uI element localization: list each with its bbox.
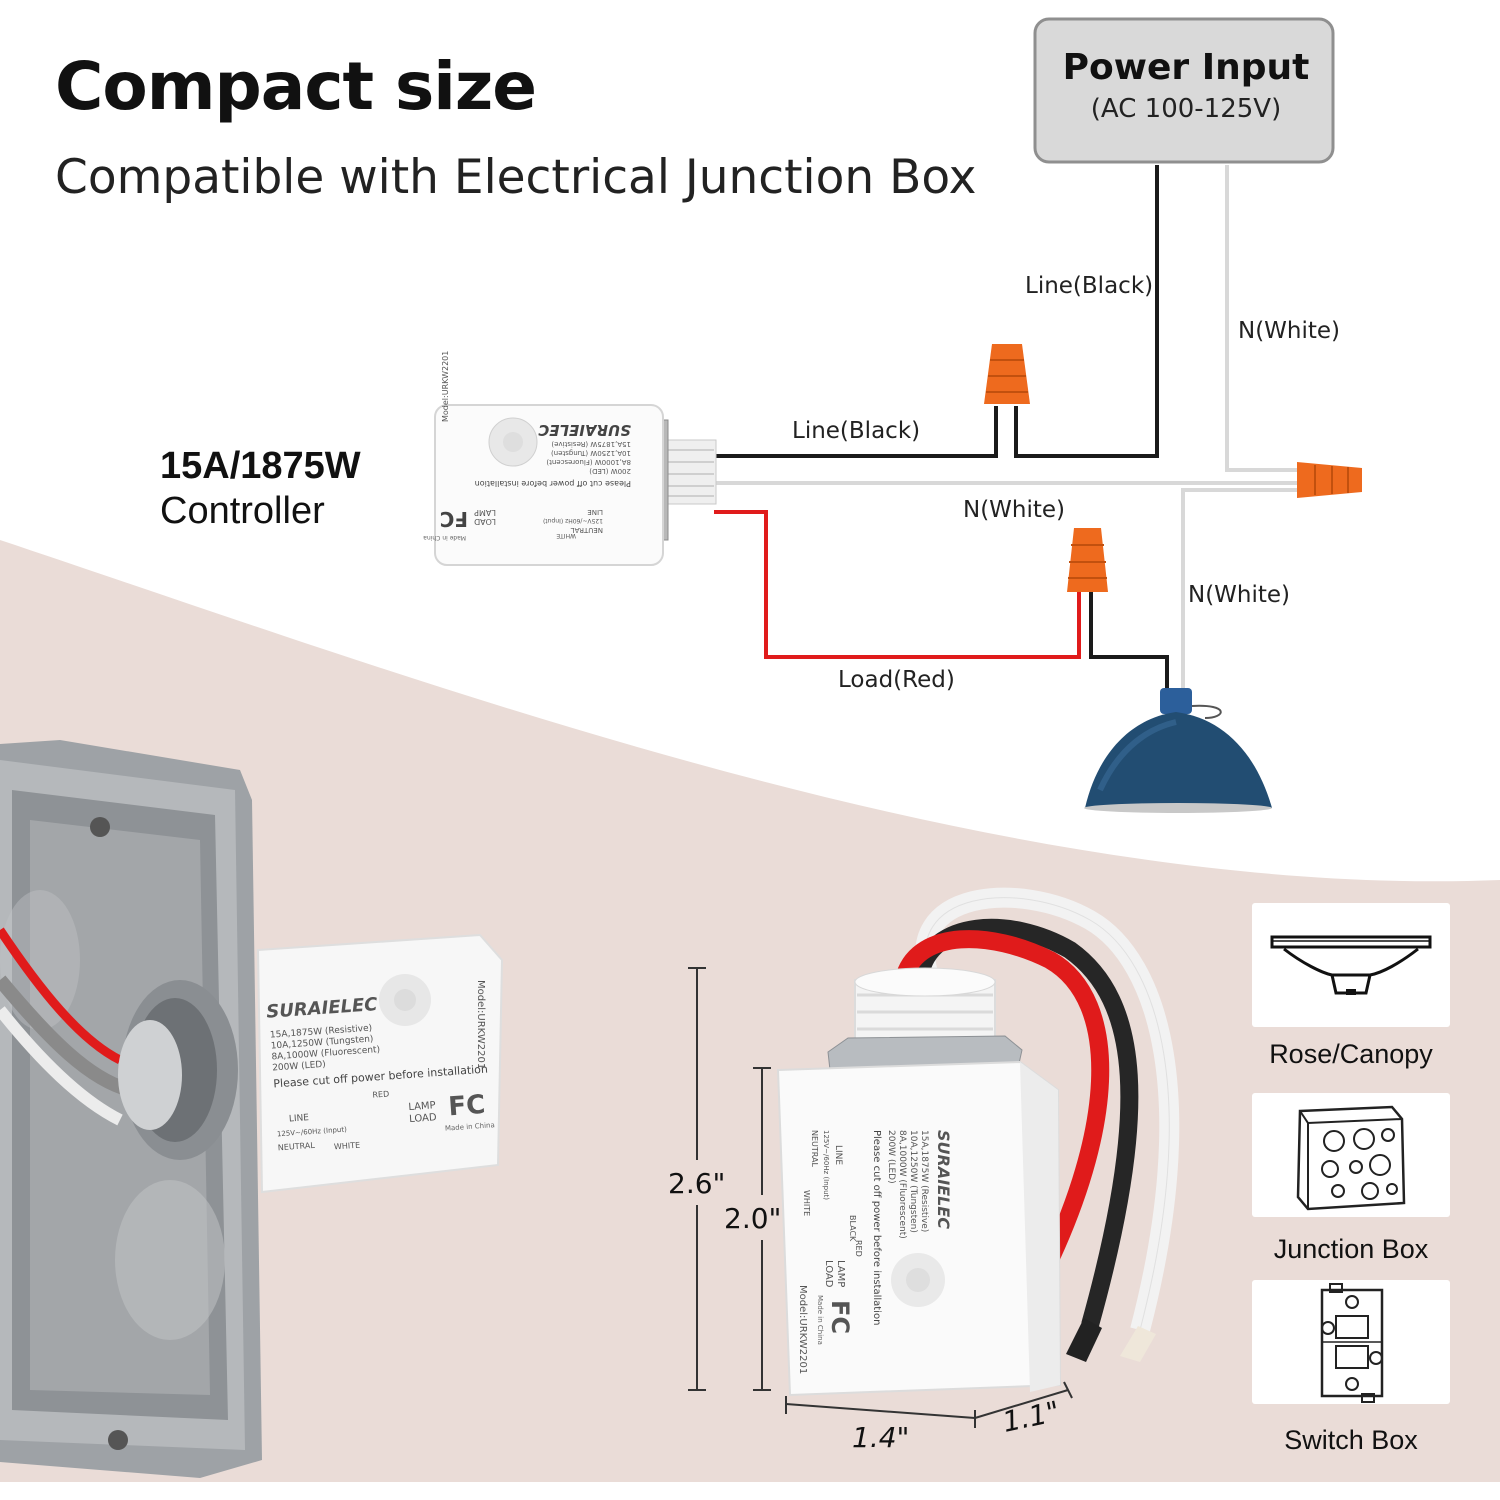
controller-device-large: SURAIELEC 15A,1875W (Resistive) 10A,1250… xyxy=(776,887,1180,1397)
white-text: WHITE xyxy=(556,532,576,539)
load-text: LOAD xyxy=(823,1260,834,1288)
model-text: Model:URKW2201 xyxy=(475,980,486,1069)
spec-text: 10A,1250W (Tungsten) xyxy=(551,449,631,457)
red-text: RED xyxy=(372,1089,389,1099)
fc-mark: FC xyxy=(447,1090,486,1122)
spec-text: 10A,1250W (Tungsten) xyxy=(908,1130,918,1233)
page-subtitle: Compatible with Electrical Junction Box xyxy=(55,150,977,205)
wire-load-lamp xyxy=(1089,590,1169,695)
label-neutral-top: N(White) xyxy=(1238,318,1340,344)
dimension-width: 1.4" xyxy=(852,1421,909,1454)
power-input-box: Power Input (AC 100-125V) xyxy=(1033,17,1335,164)
line-text: LINE xyxy=(833,1145,843,1165)
input-text: 125V~/60Hz (Input) xyxy=(543,517,603,524)
neutral-text: NEUTRAL xyxy=(571,526,603,534)
card-rose-canopy xyxy=(1252,903,1450,1027)
red-text: RED xyxy=(854,1240,863,1257)
rose-canopy-icon xyxy=(1270,935,1432,995)
controller-device-top: SURAIELEC 15A,1875W (Resistive) 10A,1250… xyxy=(423,351,717,566)
card-label-rose-canopy: Rose/Canopy xyxy=(1269,1039,1433,1069)
made-in-text: Made in China xyxy=(445,1121,495,1132)
wire-line-black-controller xyxy=(714,406,998,458)
dimension-lines xyxy=(688,967,1073,1428)
label-line-black-top: Line(Black) xyxy=(1025,273,1153,299)
warning-text: Please cut off power before installation xyxy=(871,1130,882,1325)
lamp-text: LAMP xyxy=(474,508,496,517)
lamp-text: LAMP xyxy=(408,1100,436,1113)
wire-neutral-lamp xyxy=(1181,488,1300,690)
load-text: LOAD xyxy=(474,517,496,526)
controller-device-left: SURAIELEC 15A,1875W (Resistive) 10A,1250… xyxy=(256,933,504,1194)
made-in-text: Made in China xyxy=(816,1295,824,1345)
neutral-text: NEUTRAL xyxy=(278,1141,316,1153)
neutral-text: NEUTRAL xyxy=(810,1130,819,1167)
power-input-title: Power Input xyxy=(1063,47,1310,88)
wire-nut-line xyxy=(984,344,1030,404)
line-text: LINE xyxy=(587,508,603,516)
controller-rating: 15A/1875W Controller xyxy=(160,445,361,533)
card-switch-box xyxy=(1252,1280,1450,1404)
fc-mark: FC xyxy=(440,507,468,531)
card-label-junction-box: Junction Box xyxy=(1273,1234,1429,1264)
brand-text: SURAIELEC xyxy=(538,421,631,439)
lamp-shade-icon xyxy=(1084,688,1272,813)
white-text: WHITE xyxy=(334,1141,361,1152)
label-neutral-mid: N(White) xyxy=(963,497,1065,523)
label-load-red: Load(Red) xyxy=(838,667,955,693)
power-input-subtitle: (AC 100-125V) xyxy=(1091,94,1281,124)
dimension-height-body: 2.0" xyxy=(724,1202,781,1235)
wire-load-red xyxy=(714,510,1081,659)
page-title: Compact size xyxy=(55,48,537,125)
spec-text: 8A,1000W (Fluorescent) xyxy=(897,1130,907,1239)
white-text: WHITE xyxy=(802,1190,811,1216)
wire-nut-load xyxy=(1067,528,1108,592)
label-neutral-lamp: N(White) xyxy=(1188,582,1290,608)
wire-neutral-input xyxy=(1225,165,1300,472)
controller-top-label: SURAIELEC 15A,1875W (Resistive) 10A,1250… xyxy=(423,351,631,541)
card-junction-box xyxy=(1252,1093,1450,1217)
line-text: LINE xyxy=(289,1113,310,1124)
input-text: 125V~/60Hz (Input) xyxy=(822,1130,830,1200)
spec-text: 200W (LED) xyxy=(589,467,631,475)
spec-text: 8A,1000W (Fluorescent) xyxy=(546,458,631,466)
bottom-strip xyxy=(0,1482,1500,1500)
junction-box-icon xyxy=(1296,1105,1406,1211)
lamp-text: LAMP xyxy=(835,1260,846,1287)
spec-text: 15A,1875W (Resistive) xyxy=(551,440,631,448)
label-line-black-mid: Line(Black) xyxy=(792,418,920,444)
made-in-text: Made in China xyxy=(423,534,466,541)
spec-text: 200W (LED) xyxy=(886,1130,896,1184)
spec-text: 15A,1875W (Resistive) xyxy=(919,1130,929,1232)
rating-label: Controller xyxy=(160,490,325,532)
model-text: Model:URKW2201 xyxy=(797,1285,808,1374)
wiring-lines xyxy=(714,165,1300,695)
rating-value: 15A/1875W xyxy=(160,445,361,487)
junction-box-photo xyxy=(0,740,262,1478)
warning-text: Please cut off power before installation xyxy=(475,479,631,488)
fc-mark: FC xyxy=(826,1300,854,1334)
load-text: LOAD xyxy=(409,1112,437,1125)
dimension-height-overall: 2.6" xyxy=(668,1167,725,1200)
card-label-switch-box: Switch Box xyxy=(1284,1425,1418,1455)
wire-line-black-input xyxy=(1014,165,1159,458)
black-text: BLACK xyxy=(848,1215,857,1242)
brand-text: SURAIELEC xyxy=(934,1130,953,1229)
wire-nut-neutral xyxy=(1297,462,1362,498)
spec-text: 200W (LED) xyxy=(272,1060,326,1074)
background-band xyxy=(0,540,1500,1482)
model-text: Model:URKW2201 xyxy=(441,351,450,422)
switch-box-icon xyxy=(1320,1283,1384,1403)
